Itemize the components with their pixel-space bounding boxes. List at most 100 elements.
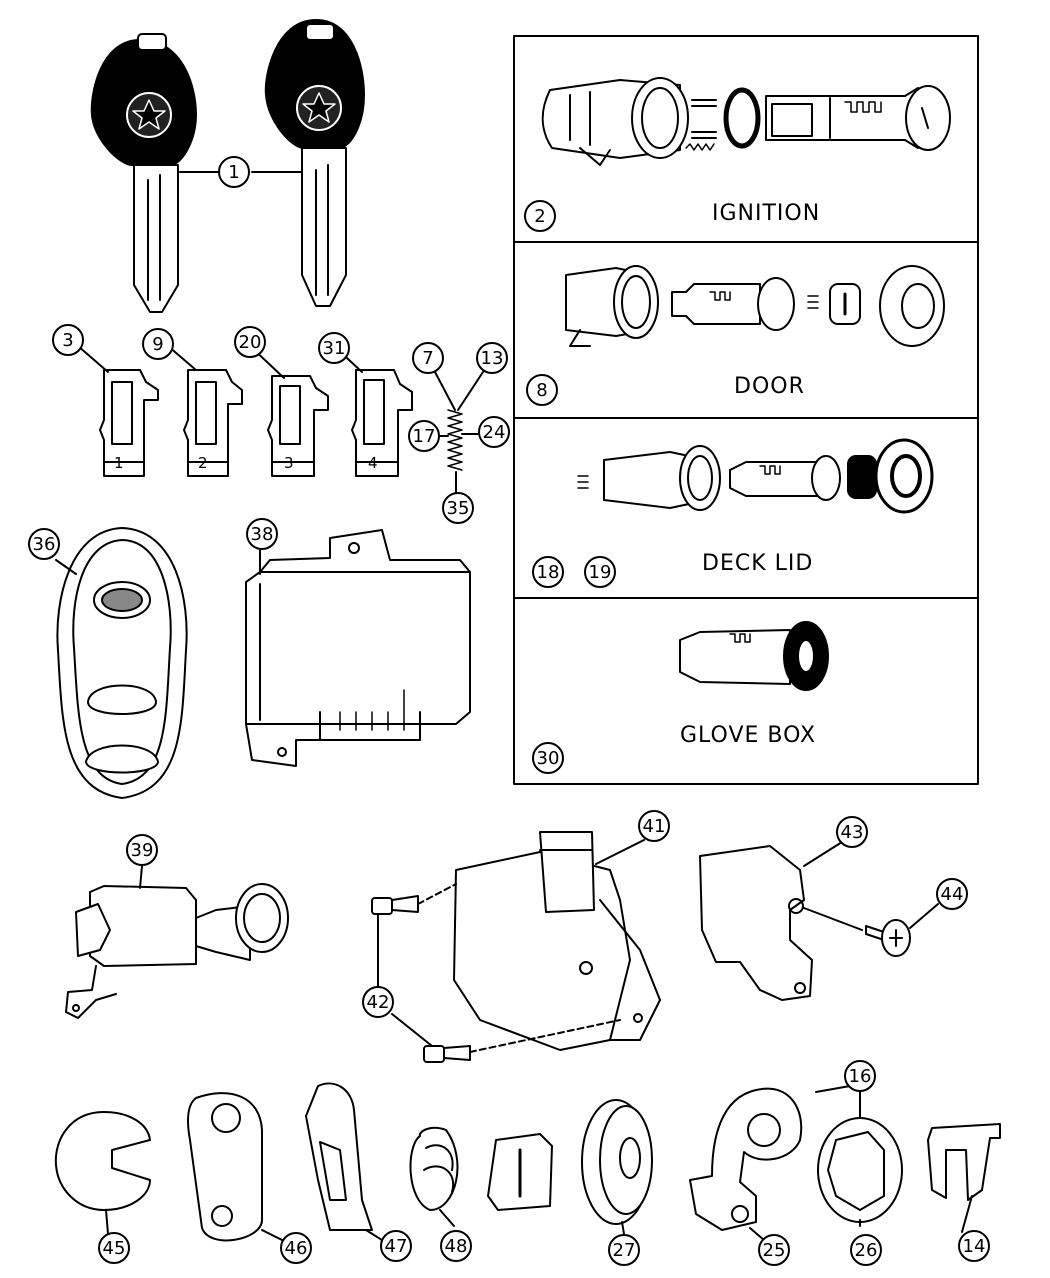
housing-41: [453, 831, 661, 1051]
tumbler-number-4: 4: [368, 454, 378, 472]
callout-24: 24: [478, 416, 510, 448]
screw-42-lower: [423, 1019, 621, 1063]
callout-44: 44: [936, 878, 968, 910]
svg-text:1: 1: [228, 162, 239, 183]
svg-text:47: 47: [385, 1236, 408, 1257]
svg-text:39: 39: [131, 840, 154, 861]
callout-26: 26: [850, 1234, 882, 1266]
callout-27: 27: [608, 1234, 640, 1266]
control-module: [245, 529, 471, 767]
svg-text:41: 41: [643, 816, 666, 837]
retainer-26: [817, 1117, 903, 1223]
callout-30: 30: [532, 742, 564, 774]
callout-19: 19: [584, 556, 616, 588]
panel-label-deck-lid: DECK LID: [702, 551, 813, 576]
callout-46: 46: [280, 1232, 312, 1264]
panel-label-glove-box: GLOVE BOX: [680, 723, 816, 748]
ignition-lock-parts: [541, 77, 951, 166]
svg-text:24: 24: [483, 422, 506, 443]
glove-box-lock-parts: [679, 621, 829, 691]
panel-label-door: DOOR: [734, 374, 805, 399]
door-lock-parts: [565, 265, 945, 347]
clip-14: [927, 1123, 1001, 1201]
bezel-27: [581, 1099, 653, 1225]
svg-text:48: 48: [445, 1236, 468, 1257]
svg-text:8: 8: [536, 380, 547, 401]
svg-text:46: 46: [285, 1238, 308, 1259]
key-left: [90, 33, 197, 313]
bracket-25: [689, 1087, 803, 1231]
callout-41: 41: [638, 810, 670, 842]
key-right: [264, 19, 365, 307]
callout-47: 47: [380, 1230, 412, 1262]
svg-text:44: 44: [941, 884, 964, 905]
svg-text:36: 36: [33, 534, 56, 555]
svg-text:38: 38: [251, 524, 274, 545]
callout-3: 3: [52, 324, 84, 356]
tumbler-number-2: 2: [198, 454, 208, 472]
callout-20: 20: [234, 326, 266, 358]
retainer-45: [54, 1111, 151, 1211]
callout-38: 38: [246, 518, 278, 550]
callout-43: 43: [836, 816, 868, 848]
svg-text:18: 18: [537, 562, 560, 583]
callout-8: 8: [526, 374, 558, 406]
callout-35: 35: [442, 492, 474, 524]
clip-47: [305, 1082, 373, 1231]
svg-text:25: 25: [763, 1240, 786, 1261]
svg-text:20: 20: [239, 332, 262, 353]
tumbler-3: [267, 375, 329, 477]
callout-17: 17: [408, 420, 440, 452]
screw-42-upper: [371, 883, 457, 915]
tumbler-2: [183, 369, 243, 477]
svg-text:31: 31: [323, 338, 346, 359]
tumbler-number-1: 1: [114, 454, 124, 472]
tumbler-4: [351, 369, 413, 477]
svg-text:27: 27: [613, 1240, 636, 1261]
tumbler-1: [99, 369, 159, 477]
svg-text:3: 3: [62, 330, 73, 351]
callout-45: 45: [98, 1232, 130, 1264]
svg-text:19: 19: [589, 562, 612, 583]
callout-9: 9: [142, 328, 174, 360]
callout-18: 18: [532, 556, 564, 588]
screw-44: [865, 919, 911, 957]
callout-48: 48: [440, 1230, 472, 1262]
callout-13: 13: [476, 342, 508, 374]
callout-39: 39: [126, 834, 158, 866]
callout-42: 42: [362, 986, 394, 1018]
callout-1: 1: [218, 156, 250, 188]
svg-text:7: 7: [422, 348, 433, 369]
svg-text:42: 42: [367, 992, 390, 1013]
deck-lid-lock-parts: [577, 438, 934, 514]
callout-2: 2: [524, 200, 556, 232]
svg-text:13: 13: [481, 348, 504, 369]
callout-36: 36: [28, 528, 60, 560]
tumbler-number-3: 3: [284, 454, 294, 472]
svg-text:43: 43: [841, 822, 864, 843]
lever-46: [187, 1092, 263, 1242]
svg-text:30: 30: [537, 748, 560, 769]
svg-text:14: 14: [963, 1236, 986, 1257]
svg-text:9: 9: [152, 334, 163, 355]
callout-16: 16: [844, 1060, 876, 1092]
callout-markers: 1 2 3 9 20 31 7 13 17 24 35 8 18 19 30 3…: [28, 156, 990, 1266]
lock-housing-39: [65, 883, 289, 1019]
panel-label-ignition: IGNITION: [712, 201, 820, 226]
key-fob: [56, 527, 188, 799]
svg-text:45: 45: [103, 1238, 126, 1259]
lock-panel-frame: [513, 35, 979, 785]
callout-31: 31: [318, 332, 350, 364]
callout-25: 25: [758, 1234, 790, 1266]
svg-text:35: 35: [447, 498, 470, 519]
svg-text:2: 2: [534, 206, 545, 227]
bracket-43: [699, 845, 813, 1001]
callout-7: 7: [412, 342, 444, 374]
svg-text:16: 16: [849, 1066, 872, 1087]
svg-text:17: 17: [413, 426, 436, 447]
spring-48: [409, 1126, 459, 1211]
tumbler-spring: [447, 409, 463, 471]
cap-piece: [487, 1133, 553, 1211]
callout-14: 14: [958, 1230, 990, 1262]
